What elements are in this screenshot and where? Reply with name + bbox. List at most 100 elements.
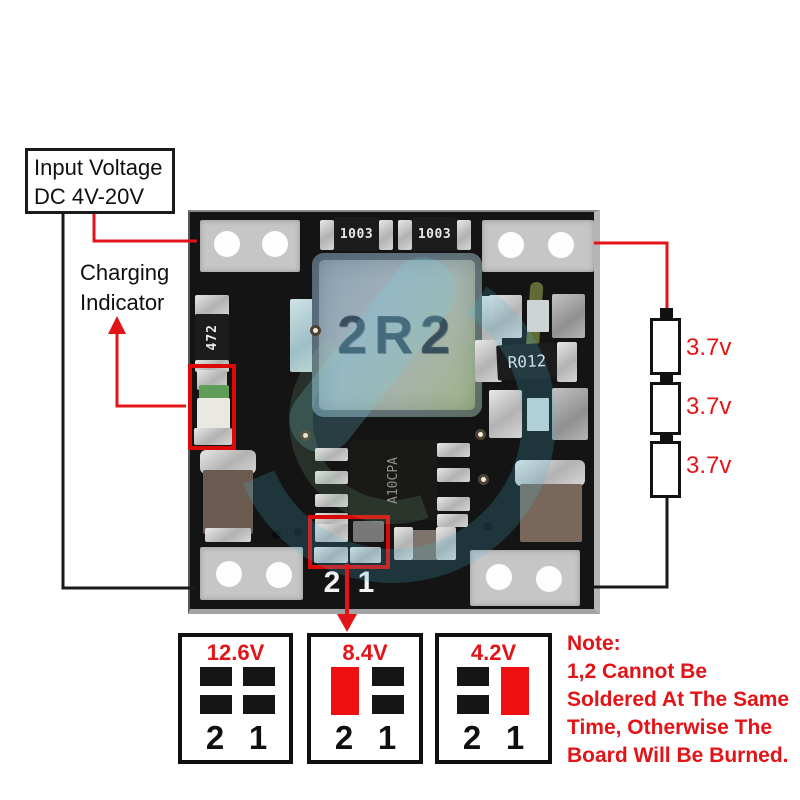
pad-hole (214, 231, 240, 257)
charging-line1: Charging (80, 260, 170, 285)
jumper-arrowhead (337, 614, 357, 632)
pad-2-top (200, 667, 232, 686)
warning-note: Note: 1,2 Cannot Be Soldered At The Same… (567, 630, 789, 770)
via (475, 429, 486, 440)
pad-1-bottom (372, 695, 404, 714)
capacitor-terminal (436, 527, 456, 560)
input-positive-wire (92, 214, 197, 243)
resistor-end-cap (379, 220, 393, 250)
option-title: 4.2V (470, 640, 517, 665)
option-title: 12.6V (206, 640, 265, 665)
solder-pad-top-left (200, 220, 300, 272)
note-line: Soldered At The Same (567, 688, 790, 711)
silkscreen-pad-2: 2 (323, 566, 341, 599)
ic-pin (315, 494, 348, 507)
charging-indicator-label: Charging Indicator (80, 258, 169, 318)
resistor-472: 472 (195, 314, 229, 360)
resistor-marking: 1003 (417, 226, 452, 242)
via (300, 430, 311, 441)
pad-2-top (457, 667, 489, 686)
pin-2-label: 2 (462, 719, 482, 756)
inductor-2r2: 2R2 (312, 253, 482, 417)
resistor-1003-a: 1003 (334, 217, 379, 251)
pin-2-label: 2 (334, 719, 354, 756)
via (310, 325, 321, 336)
charging-indicator-pointer-line (115, 332, 186, 408)
resistor-end-cap (398, 220, 412, 250)
battery-cell-3 (650, 441, 681, 498)
pad-2-bridged (331, 667, 359, 715)
resistor-marking: 472 (204, 323, 220, 351)
resistor-marking: 1003 (339, 226, 374, 242)
solder-pad (527, 300, 549, 332)
input-voltage-line2: DC 4V-20V (34, 184, 145, 209)
pad-1-bridged (501, 667, 529, 715)
pad-hole (498, 232, 524, 258)
solder-pad-bottom-right (470, 550, 580, 606)
ic-marking: A10CPA (386, 456, 401, 504)
jumper-pad-2-top (315, 524, 348, 542)
inductor-marking: 2R2 (336, 305, 458, 365)
pin-1-label: 1 (248, 719, 268, 756)
jumper-pad-1-top (353, 521, 384, 542)
battery-terminal (660, 434, 673, 441)
battery-terminal (660, 308, 673, 318)
board-dot (483, 522, 492, 531)
voltage-option-12v6: 12.6V 2 1 (178, 633, 293, 764)
board-dot (272, 530, 281, 539)
board-dot (294, 528, 303, 537)
solder-pad-bottom-left (200, 547, 303, 600)
pcb-board: 1003 1003 2R2 472 (188, 210, 600, 614)
pin-2-label: 2 (205, 719, 225, 756)
led-highlight-box (188, 364, 236, 450)
input-voltage-line1: Input Voltage (34, 155, 163, 180)
battery-cell-2 (650, 382, 681, 435)
ic-pin (315, 471, 348, 484)
pad-2-bottom (200, 695, 232, 714)
resistor-end-cap (557, 342, 577, 382)
battery-voltage-label: 3.7v (686, 452, 732, 479)
capacitor-terminal (205, 528, 251, 542)
note-line: Board Will Be Burned. (567, 744, 789, 767)
ic-pin (315, 448, 348, 461)
solder-pad-top-right (482, 220, 594, 272)
ic-pin (437, 497, 470, 511)
battery-cell-1 (650, 318, 681, 375)
voltage-option-8v4: 8.4V 2 1 (307, 633, 423, 764)
pad-hole (536, 566, 562, 592)
battery-negative-wire (594, 496, 669, 589)
capacitor-body (413, 530, 436, 560)
pad-1-top (243, 667, 275, 686)
resistor-end-cap (195, 295, 229, 316)
pad-hole (486, 564, 512, 590)
input-voltage-callout: Input Voltage DC 4V-20V (25, 148, 175, 214)
resistor-1003-b: 1003 (412, 217, 457, 251)
pad-hole (262, 231, 288, 257)
solder-pad (489, 390, 522, 438)
led-solder-bottom (194, 428, 232, 445)
charger-ic: A10CPA (350, 440, 437, 520)
ic-pin (437, 514, 468, 527)
resistor-end-cap (457, 220, 471, 250)
solder-pad (552, 388, 588, 440)
capacitor-body (520, 484, 582, 542)
pad-hole (548, 232, 574, 258)
ic-pin (437, 468, 470, 482)
capacitor-terminal (394, 527, 413, 560)
resistor-marking: R012 (507, 351, 547, 372)
jumper-highlight-box (308, 515, 390, 569)
charging-line2: Indicator (80, 290, 165, 315)
solder-pad (552, 294, 585, 338)
charging-led (199, 385, 229, 400)
pin-1-label: 1 (377, 719, 397, 756)
jumper-pad-1-bottom (350, 547, 381, 563)
pad-2-bottom (457, 695, 489, 714)
pad-1-bottom (243, 695, 275, 714)
pad-1-top (372, 667, 404, 686)
solder-pad (527, 398, 549, 431)
battery-voltage-label: 3.7v (686, 334, 732, 361)
battery-terminal (660, 374, 673, 382)
voltage-option-4v2: 4.2V 2 1 (435, 633, 552, 764)
battery-voltage-label: 3.7v (686, 393, 732, 420)
